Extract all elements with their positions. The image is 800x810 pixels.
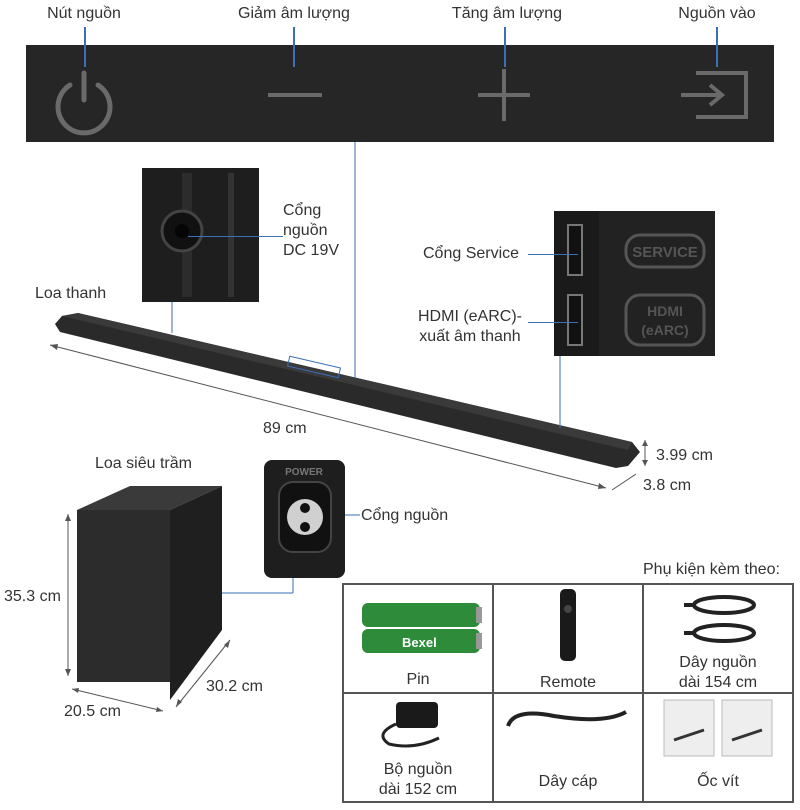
input-source-icon bbox=[681, 71, 748, 119]
subwoofer-width: 20.5 cm bbox=[64, 703, 121, 720]
dc-port-label: Cổng nguồn DC 19V bbox=[283, 202, 340, 259]
power-button-label: Nút nguồn bbox=[47, 5, 121, 22]
accessory-remote: Remote bbox=[493, 584, 643, 693]
soundbar-depth: 3.8 cm bbox=[643, 477, 692, 494]
volume-up-label: Tăng âm lượng bbox=[451, 5, 563, 22]
accessory-batteries: Bexel Pin bbox=[343, 584, 493, 693]
hdmi-port-icon bbox=[567, 294, 583, 346]
screw-pack-icon bbox=[663, 699, 773, 757]
power-print: POWER bbox=[285, 467, 324, 478]
hdmi-leader bbox=[528, 322, 578, 323]
accessory-label: Ốc vít bbox=[697, 773, 739, 790]
vol-down-leader bbox=[293, 27, 295, 67]
power-icon bbox=[55, 70, 113, 136]
input-leader bbox=[716, 27, 718, 67]
hdmi-print-1: HDMI bbox=[647, 303, 683, 319]
power-leader bbox=[84, 27, 86, 67]
side-ports-photo: SERVICE HDMI (eARC) bbox=[554, 211, 715, 356]
soundbar-length: 89 cm bbox=[263, 420, 307, 437]
battery-brand: Bexel bbox=[402, 635, 437, 650]
accessory-label: Remote bbox=[539, 674, 597, 691]
service-port-icon bbox=[567, 224, 583, 276]
plus-icon bbox=[478, 69, 530, 121]
accessory-cable: Dây cáp bbox=[493, 693, 643, 802]
volume-down-label: Giảm âm lượng bbox=[238, 5, 350, 22]
top-control-panel bbox=[26, 45, 774, 142]
remote-icon bbox=[560, 589, 576, 661]
accessory-label: Pin bbox=[406, 671, 430, 688]
accessory-label: Dây nguồn dài 154 cm bbox=[678, 654, 758, 691]
dc-leader bbox=[188, 236, 283, 237]
accessories-title: Phụ kiện kèm theo: bbox=[643, 561, 780, 578]
length-dimension-line bbox=[49, 344, 607, 489]
soundbar-height: 3.99 cm bbox=[656, 447, 713, 464]
control-panel-icons bbox=[55, 69, 748, 136]
input-source-label: Nguồn vào bbox=[678, 5, 756, 22]
cable-icon bbox=[506, 710, 627, 727]
subwoofer-height: 35.3 cm bbox=[4, 588, 61, 605]
subwoofer-power-label: Cổng nguồn bbox=[361, 507, 449, 524]
subwoofer-power-photo: POWER bbox=[264, 460, 345, 578]
soundbar-label: Loa thanh bbox=[35, 285, 107, 302]
service-leader bbox=[528, 254, 578, 255]
accessory-power-adapter: Bộ nguồn dài 152 cm bbox=[343, 693, 493, 802]
adapter-icon bbox=[381, 702, 440, 748]
accessory-power-cord: Dây nguồn dài 154 cm bbox=[643, 584, 793, 693]
subwoofer-label: Loa siêu trầm bbox=[95, 455, 192, 472]
accessory-label: Dây cáp bbox=[538, 773, 598, 790]
hdmi-port-label: HDMI (eARC)- xuất âm thanh bbox=[418, 308, 522, 345]
hdmi-print-2: (eARC) bbox=[641, 322, 688, 338]
accessory-screws: Ốc vít bbox=[643, 693, 793, 802]
accessories-grid: Bexel Pin Remote Dây nguồn dài 154 cm bbox=[342, 583, 794, 803]
vol-up-leader bbox=[504, 27, 506, 67]
service-port-label: Cổng Service bbox=[423, 245, 520, 262]
subwoofer-depth: 30.2 cm bbox=[206, 678, 263, 695]
accessory-label: Bộ nguồn dài 152 cm bbox=[378, 761, 458, 798]
power-socket-icon bbox=[287, 499, 323, 535]
battery-icon: Bexel bbox=[362, 603, 482, 653]
power-cord-icon bbox=[684, 595, 756, 643]
service-print: SERVICE bbox=[632, 244, 698, 261]
dc-port-photo bbox=[142, 168, 259, 302]
